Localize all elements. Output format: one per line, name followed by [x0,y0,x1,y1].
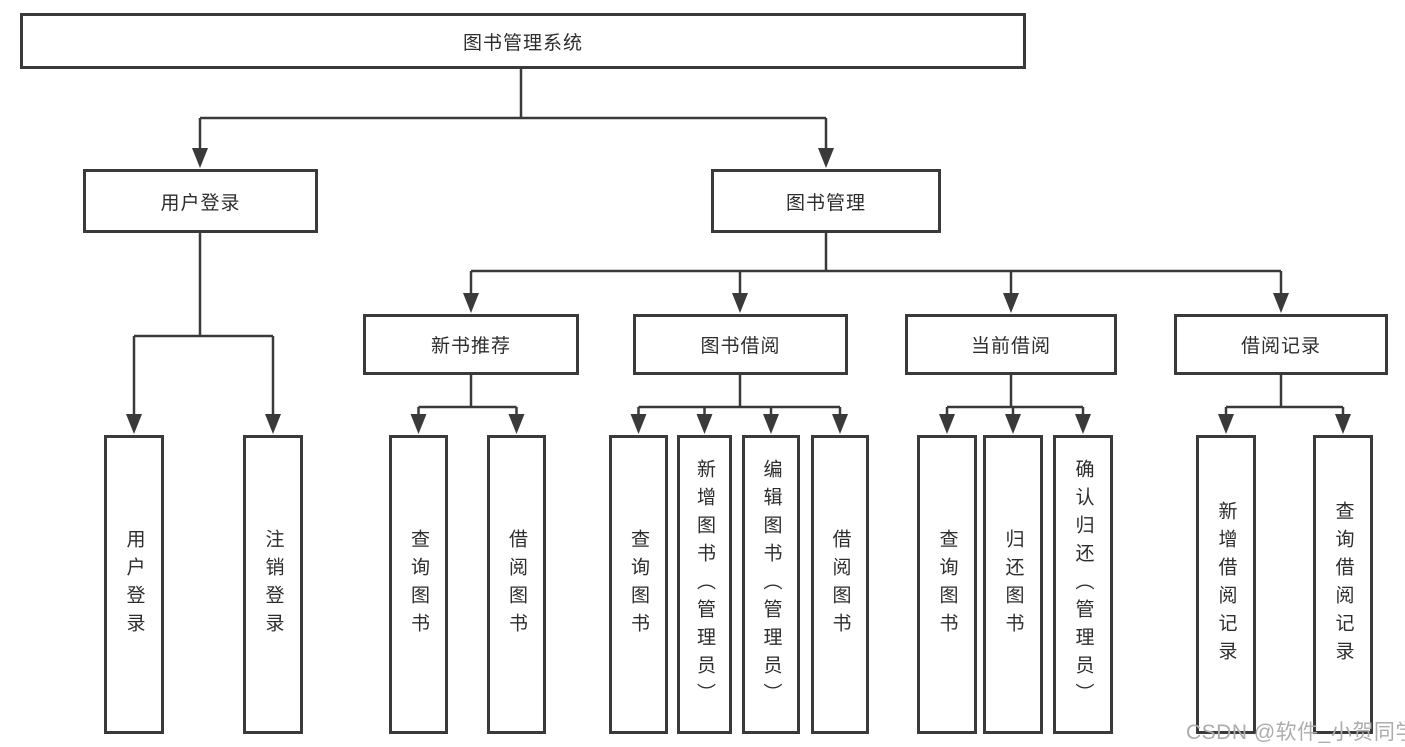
leaf-query-borrow-record: 查询借阅记录 [1313,435,1373,734]
leaf-edit-book-admin-label: 编辑图书（管理员） [760,458,782,711]
node-user-login-label: 用户登录 [160,192,241,214]
leaf-borrow-books-recommend-label: 借阅图书 [506,528,527,641]
node-book-borrowing-label: 图书借阅 [700,336,781,357]
leaf-query-books-recommend-label: 查询图书 [408,528,429,641]
leaf-return-book: 归还图书 [983,435,1043,734]
leaf-query-books-borrowing-label: 查询图书 [628,528,649,641]
leaf-borrow-books-recommend: 借阅图书 [487,435,546,734]
leaf-borrow-books-borrowing-label: 借阅图书 [829,528,851,641]
leaf-add-book-admin-label: 新增图书（管理员） [694,458,715,711]
csdn-watermark: CSDN @软件_小贺同学 [1186,721,1405,744]
node-book-borrowing: 图书借阅 [633,314,848,375]
leaf-edit-book-admin: 编辑图书（管理员） [742,435,800,734]
leaf-confirm-return-admin-label: 确认归还（管理员） [1072,458,1094,711]
node-root: 图书管理系统 [20,13,1026,69]
leaf-logout-label: 注销登录 [262,528,284,641]
node-borrow-records-label: 借阅记录 [1240,336,1321,357]
leaf-query-books-borrowing: 查询图书 [609,435,668,734]
node-book-management: 图书管理 [711,169,941,233]
leaf-return-book-label: 归还图书 [1002,528,1024,641]
node-book-management-label: 图书管理 [785,192,866,214]
leaf-user-login-label: 用户登录 [123,528,145,641]
leaf-query-books-current: 查询图书 [917,435,977,734]
node-root-label: 图书管理系统 [462,32,583,54]
node-new-book-recommend: 新书推荐 [363,314,579,375]
leaf-query-borrow-record-label: 查询借阅记录 [1332,500,1354,669]
leaf-confirm-return-admin: 确认归还（管理员） [1053,435,1113,734]
leaf-logout: 注销登录 [243,435,303,734]
leaf-user-login: 用户登录 [104,435,164,734]
leaf-query-books-recommend: 查询图书 [389,435,448,734]
node-current-borrowing-label: 当前借阅 [970,336,1051,357]
leaf-query-books-current-label: 查询图书 [936,528,958,641]
node-new-book-recommend-label: 新书推荐 [430,336,511,357]
node-current-borrowing: 当前借阅 [905,314,1117,375]
node-user-login: 用户登录 [83,169,318,233]
leaf-add-book-admin: 新增图书（管理员） [677,435,732,734]
leaf-borrow-books-borrowing: 借阅图书 [811,435,869,734]
leaf-add-borrow-record-label: 新增借阅记录 [1215,500,1237,669]
node-borrow-records: 借阅记录 [1174,314,1388,375]
leaf-add-borrow-record: 新增借阅记录 [1196,435,1256,734]
